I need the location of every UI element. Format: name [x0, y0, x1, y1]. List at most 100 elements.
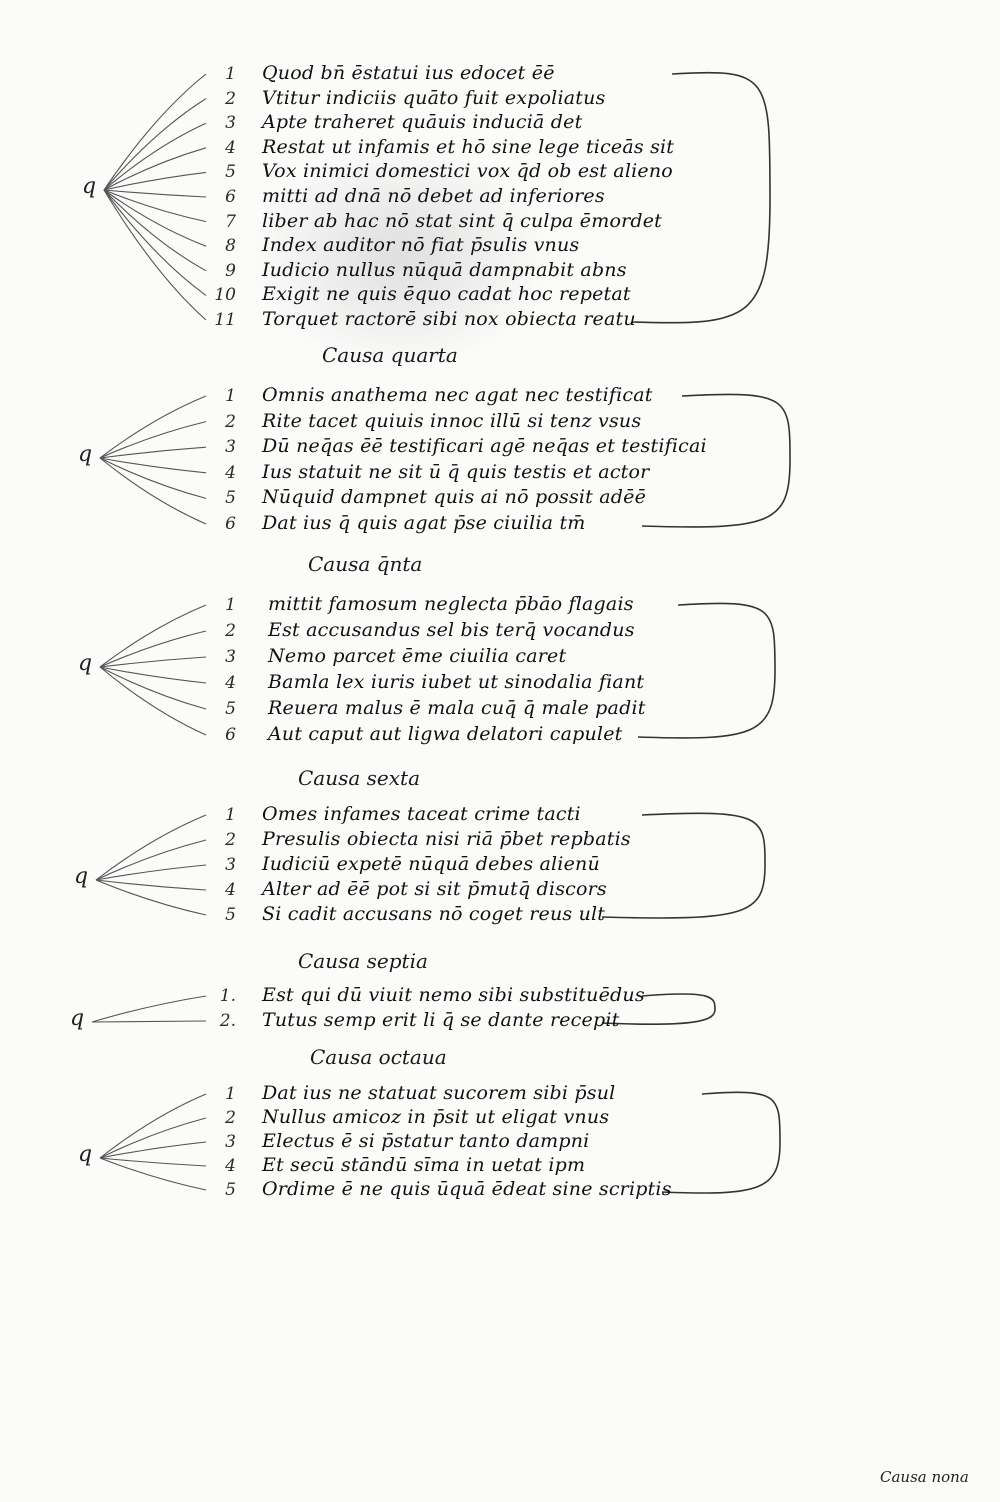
- bracket-arc: [601, 993, 716, 1025]
- brace-letter: q: [78, 1142, 93, 1167]
- verse-number: 4: [225, 137, 236, 158]
- fan-line: [103, 189, 207, 321]
- verse-number: 3: [225, 855, 236, 875]
- verse-text: Vtitur indiciis quāto fuit expoliatus: [262, 86, 606, 109]
- verse-line: 5 Reuera malus ē mala cuq̄ q̄ male padit: [0, 697, 1000, 723]
- verse-number: 2: [225, 621, 236, 641]
- verse-text: Tutus semp erit li q̄ se dante recepit: [262, 1009, 620, 1031]
- fan-line: [99, 1157, 207, 1167]
- verse-line: 2 Presulis obiecta nisi riā p̄bet repbati…: [0, 828, 1000, 854]
- section-title: Causa q̄nta: [308, 552, 423, 576]
- fan-line: [99, 1157, 207, 1191]
- verse-line: 3 Iudiciū expetē nūquā debes alienū: [0, 853, 1000, 879]
- verse-number: 2: [225, 1108, 236, 1128]
- fan-line: [99, 656, 207, 668]
- section-title: Causa octaua: [310, 1045, 447, 1069]
- verse-text: Exigit ne quis ēquo cadat hoc repetat: [262, 283, 631, 306]
- verse-number: 4: [225, 880, 236, 900]
- fan-line: [99, 1117, 207, 1159]
- verse-text: Reuera malus ē mala cuq̄ q̄ male padit: [268, 697, 646, 719]
- verse-text: Electus ē si p̄statur tanto dampni: [262, 1130, 590, 1152]
- section-title: Causa sexta: [298, 766, 420, 790]
- verse-text: Rite tacet quiuis innoc illū si tenz vsu…: [262, 409, 642, 432]
- verse-text: Iudicio nullus nūquā dampnabit abns: [262, 258, 627, 281]
- bracket-arc: [601, 812, 766, 919]
- verse-line: 4 Alter ad ēē pot si sit p̄mutq̄ discors: [0, 878, 1000, 904]
- verse-text: mittit famosum neglecta p̄bāo flagais: [268, 593, 634, 615]
- verse-text: Restat ut infamis et hō sine lege ticeās…: [262, 135, 675, 158]
- fan-line: [99, 1093, 207, 1159]
- verse-text: Presulis obiecta nisi riā p̄bet repbatis: [262, 828, 631, 850]
- verse-number: 4: [225, 673, 236, 693]
- fan-line: [103, 189, 207, 296]
- verse-number: 7: [225, 211, 236, 232]
- verse-number: 6: [225, 187, 236, 207]
- verse-text: Dat ius q̄ quis agat p̄se ciuilia tm̄: [262, 512, 586, 534]
- fan-line: [103, 73, 207, 191]
- fan-line: [99, 604, 207, 668]
- verse-number: 1: [225, 805, 236, 825]
- bracket-arc: [661, 1091, 781, 1194]
- verse-text: Ordime ē ne quis ūquā ēdeat sine scripti…: [262, 1178, 672, 1200]
- verse-number: 2: [225, 88, 236, 109]
- brace-letter: q: [78, 442, 93, 467]
- verse-number: 2.: [219, 1011, 236, 1031]
- verse-text: Quod bn̄ ēstatui ius edocet ēē: [262, 62, 555, 84]
- verse-text: liber ab hac nō stat sint q̄ culpa ēmord…: [262, 209, 663, 232]
- verse-text: Apte traheret quāuis induciā det: [262, 111, 583, 134]
- verse-number: 5: [225, 699, 236, 719]
- fan-line: [99, 395, 207, 459]
- verse-line: 2 Vtitur indiciis quāto fuit expoliatus: [0, 87, 1000, 113]
- verse-text: Aut caput aut ligwa delatori capulet: [268, 723, 623, 745]
- brace-letter: q: [70, 1006, 85, 1031]
- verse-text: Omnis anathema nec agat nec testificat: [262, 384, 653, 406]
- brace-letter: q: [82, 174, 97, 199]
- verse-line: 5 Vox inimici domestici vox q̄d ob est al…: [0, 160, 1000, 186]
- bracket-arc: [641, 393, 791, 528]
- fan-line: [103, 122, 207, 191]
- section-title: Causa septia: [298, 949, 428, 973]
- verse-text: Est qui dū viuit nemo sibi substituēdus: [262, 984, 645, 1006]
- fan-line: [95, 879, 207, 916]
- verse-number: 3: [225, 1132, 236, 1152]
- section-title: Causa quarta: [322, 343, 458, 367]
- brace-letter: q: [78, 651, 93, 676]
- fan-line: [91, 1020, 207, 1023]
- verse-line: 6 Aut caput aut ligwa delatori capulet: [0, 723, 1000, 749]
- fan-line: [95, 839, 207, 881]
- verse-number: 1: [225, 64, 236, 84]
- fan-line: [99, 666, 207, 684]
- verse-line: 2. Tutus semp erit li q̄ se dante recepit: [0, 1009, 1000, 1035]
- verse-text: Ius statuit ne sit ū q̄ quis testis et a…: [262, 460, 650, 483]
- fan-line: [103, 171, 207, 191]
- verse-number: 5: [225, 162, 236, 183]
- verse-text: Iudiciū expetē nūquā debes alienū: [262, 853, 600, 875]
- fan-line: [103, 147, 207, 191]
- catchword: Causa nona: [880, 1468, 969, 1486]
- fan-line: [99, 666, 207, 736]
- verse-number: 2: [225, 830, 236, 850]
- fan-line: [99, 630, 207, 668]
- verse-line: 7 liber ab hac nō stat sint q̄ culpa ēmor…: [0, 210, 1000, 236]
- verse-text: Omes infames taceat crime tacti: [262, 803, 581, 825]
- verse-number: 6: [225, 725, 236, 745]
- bracket-arc: [637, 602, 776, 739]
- verse-text: Vox inimici domestici vox q̄d ob est ali…: [262, 160, 673, 183]
- verse-text: Index auditor nō fiat p̄sulis vnus: [262, 234, 580, 257]
- verse-text: Alter ad ēē pot si sit p̄mutq̄ discors: [262, 878, 607, 900]
- verse-line: 5 Ordime ē ne quis ūquā ēdeat sine script…: [0, 1178, 1000, 1204]
- verse-number: 5: [225, 1180, 236, 1200]
- verse-number: 5: [225, 488, 236, 509]
- verse-text: Nemo parcet ēme ciuilia caret: [268, 645, 567, 667]
